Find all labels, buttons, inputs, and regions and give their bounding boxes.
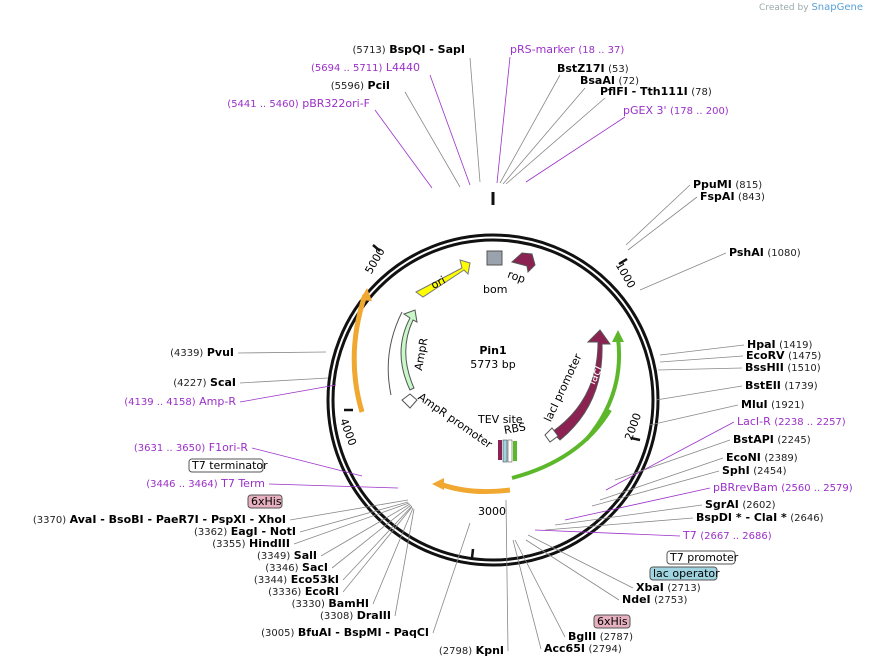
sixhis-mark (498, 440, 502, 460)
sixhis-right-box (593, 614, 631, 629)
sixhis-left-label: 6xHis (251, 495, 282, 508)
plasmid-size: 5773 bp (470, 358, 515, 371)
laci-arrow (551, 329, 611, 441)
right-label-16: XbaI (2713) (636, 581, 701, 594)
left-label-7: (3355) HindIII (212, 537, 290, 550)
tick-mark-1000 (618, 257, 628, 266)
tick-mark-2000 (630, 436, 641, 442)
right-label-18: BglII (2787) (568, 630, 633, 643)
ampr-promoter-arrow (401, 393, 418, 409)
right-label-5: BssHII (1510) (745, 361, 821, 374)
backbone-inner-ring (331, 238, 655, 562)
t7-promoter-label: T7 promoter (669, 551, 739, 564)
left-label-9: (3346) SacI (265, 561, 328, 574)
green-arc-lower (511, 408, 612, 480)
orange-arc-bottom-head (432, 478, 444, 490)
t7-promoter-mark (507, 439, 513, 463)
right-label-11: SphI (2454) (722, 464, 787, 477)
left-label-1: (4227) ScaI (173, 376, 236, 389)
green-arc-head (612, 330, 624, 342)
ampr-outline (387, 311, 403, 396)
top-label-1: (5694 .. 5711) L4440 (311, 61, 420, 74)
t7-terminator-label: T7 terminator (191, 459, 268, 472)
top-label-3: (5441 .. 5460) pBR322ori-F (227, 97, 370, 110)
left-label-6: (3362) EagI - NotI (194, 525, 296, 538)
top-label-6: BsaAI (72) (580, 74, 639, 87)
rop-arrow (510, 252, 536, 274)
right-label-19: Acc65I (2794) (544, 642, 622, 655)
tick-3000: 3000 (478, 505, 506, 518)
top-label-5: BstZ17I (53) (557, 62, 629, 75)
left-label-3: (3631 .. 3650) F1ori-R (134, 441, 249, 454)
rbs-label: RBS (503, 420, 527, 437)
right-label-9: BstAPI (2245) (733, 433, 811, 446)
lac-operator-mark (502, 439, 508, 463)
right-label-10: EcoNI (2389) (726, 451, 798, 464)
ampr-label: AmpR (412, 337, 431, 372)
top-label-7: PflFI - Tth111I (78) (600, 85, 712, 98)
ori-arrow (415, 259, 471, 298)
right-label-14: BspDI * - ClaI * (2646) (696, 511, 824, 524)
rbs-mark (513, 441, 517, 461)
tick-mark-3000 (470, 548, 475, 559)
snapgene-credit: Created by SnapGene (759, 2, 863, 13)
right-label-2: PshAI (1080) (729, 246, 801, 259)
tev-site-label: TEV site (477, 413, 523, 426)
orange-arc-left-head (360, 288, 372, 301)
sixhis-right-label: 6xHis (597, 615, 628, 628)
right-label-15: T7 (2667 .. 2686) (682, 529, 772, 542)
left-label-0: (4339) PvuI (170, 346, 234, 359)
right-label-6: BstEII (1739) (745, 379, 818, 392)
orange-arc-bottom (439, 481, 511, 495)
right-label-8: LacI-R (2238 .. 2257) (737, 415, 846, 428)
left-label-2: (4139 .. 4158) Amp-R (124, 395, 236, 408)
tick-1000: 1000 (613, 260, 638, 291)
left-label-14: (3005) BfuAI - BspMI - PaqCI (261, 626, 429, 639)
left-label-13: (3308) DraIII (320, 609, 391, 622)
site-labels: PpuMI (815)FspAI (843) PshAI (1080) HpaI (… (33, 43, 853, 657)
right-label-1: FspAI (843) (700, 190, 765, 203)
left-label-4: (3446 .. 3464) T7 Term (146, 477, 265, 490)
tick-mark-5000 (372, 244, 381, 252)
right-label-3: HpaI (1419) (747, 338, 812, 351)
bom-label: bom (483, 283, 507, 296)
plasmid-name: Pin1 (479, 344, 506, 357)
left-label-5: (3370) AvaI - BsoBI - PaeR7I - PspXI - X… (33, 513, 286, 526)
ampr-arrow (400, 309, 418, 391)
right-label-0: PpuMI (815) (693, 178, 762, 191)
right-label-12: pBRrevBam (2560 .. 2579) (713, 481, 853, 494)
credit-prefix: Created by (759, 3, 809, 13)
right-label-13: SgrAI (2602) (705, 498, 776, 511)
tick-5000: 5000 (363, 246, 388, 277)
green-arc-upper (584, 337, 622, 442)
right-label-17: NdeI (2753) (622, 593, 687, 606)
orange-arc-left (351, 294, 368, 413)
leader-lines (237, 56, 745, 652)
laci-label: lacI (585, 364, 605, 387)
lac-operator-label: lac operator (653, 567, 720, 580)
right-label-7: MluI (1921) (741, 398, 804, 411)
snapgene-logo-text: SnapGene (811, 2, 863, 13)
right-label-4: EcoRV (1475) (746, 349, 821, 362)
left-label-15: (2798) KpnI (439, 644, 504, 657)
top-label-2: (5596) PciI (331, 79, 390, 92)
bom-box (486, 250, 503, 266)
sixhis-left-box (247, 494, 283, 509)
rop-label: rop (506, 268, 527, 286)
top-label-0: (5713) BspQI - SapI (352, 43, 465, 56)
left-label-8: (3349) SalI (257, 549, 317, 562)
top-label-4: pRS-marker (18 .. 37) (510, 43, 624, 56)
t7-terminator-box (188, 458, 264, 473)
ori-label: ori (429, 274, 448, 292)
left-label-10: (3344) Eco53kI (254, 573, 339, 586)
left-label-12: (3330) BamHI (292, 597, 369, 610)
t7-promoter-box (666, 550, 736, 565)
lac-operator-box (649, 566, 718, 581)
left-label-11: (3336) EcoRI (268, 585, 339, 598)
laci-promoter-arrow (544, 427, 559, 443)
top-label-8: pGEX 3' (178 .. 200) (623, 104, 729, 117)
